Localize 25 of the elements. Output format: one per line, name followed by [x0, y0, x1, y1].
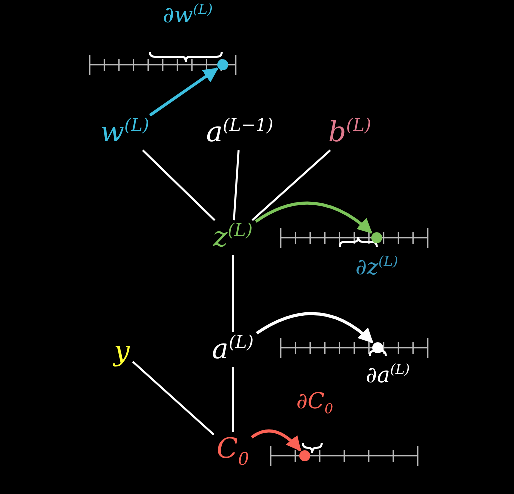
- arrow: [251, 430, 302, 452]
- derivative-label: ∂w$^{(L)}$: [163, 3, 213, 29]
- derivative-label: ∂a$^{(L)}$: [366, 363, 410, 389]
- arrow: [255, 202, 373, 234]
- variable-label: b$^{(L)}$: [326, 115, 374, 151]
- connector-line: [142, 150, 216, 222]
- variable-label: w$^{(L)}$: [97, 115, 153, 151]
- arrow: [256, 312, 374, 344]
- connector-line: [132, 361, 215, 436]
- connector-line: [233, 150, 240, 221]
- data-point: [218, 60, 228, 70]
- derivative-label: ∂z$^{(L)}$: [356, 255, 398, 281]
- connector-line: [232, 368, 234, 432]
- connector-line: [252, 150, 332, 222]
- variable-label: y: [111, 334, 133, 370]
- data-point: [300, 450, 310, 462]
- variable-label: a$^{(L)}$: [209, 332, 257, 368]
- data-point: [372, 232, 382, 244]
- variable-label: C$_{0}$: [214, 432, 252, 472]
- connector-line: [232, 256, 234, 332]
- derivative-label: ∂C$_{0}$: [296, 390, 334, 418]
- arrow: [149, 68, 219, 117]
- variable-label: a$^{(L−1)}$: [203, 115, 277, 151]
- variable-label: z$^{(L)}$: [210, 220, 256, 256]
- data-point: [372, 342, 384, 354]
